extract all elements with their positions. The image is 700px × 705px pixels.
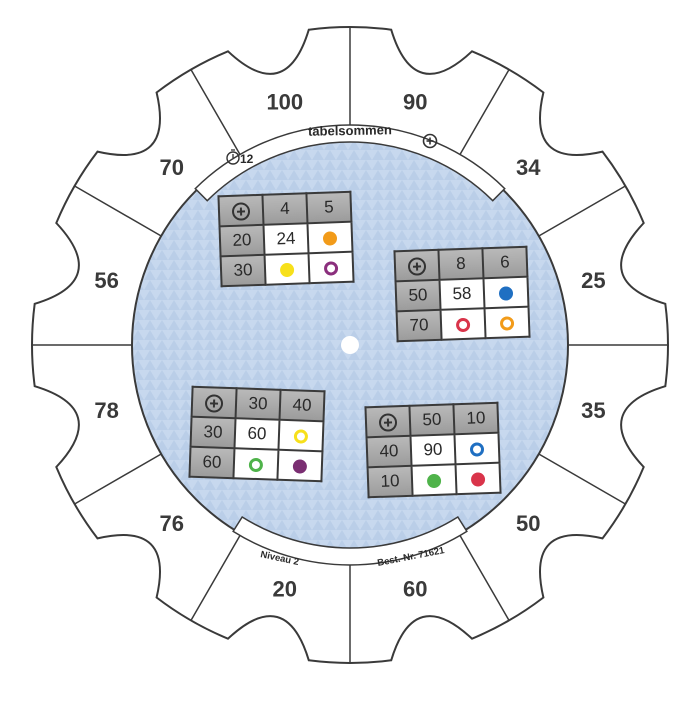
sector-number: 76: [160, 511, 184, 536]
footer-band: [232, 515, 468, 566]
row-header: 70: [409, 315, 429, 335]
sector-divider: [458, 533, 510, 621]
addition-table: 30 40 30 60 60: [188, 386, 325, 483]
column-header: 10: [466, 408, 486, 428]
addition-table: 8 6 50 58 70: [393, 246, 530, 343]
sector-number: 90: [403, 90, 427, 115]
plus-icon: [204, 393, 224, 413]
sector-divider: [74, 185, 162, 237]
column-header: 30: [248, 393, 268, 414]
cell-value: 58: [452, 283, 472, 304]
color-dot: [292, 458, 308, 474]
sector-divider: [74, 453, 162, 505]
row-header: 30: [233, 260, 253, 280]
stopwatch-icon: [226, 149, 240, 165]
sector-number: 56: [94, 268, 118, 293]
color-dot: [323, 260, 339, 276]
column-header: 4: [279, 198, 290, 219]
addition-table: 4 5 20 24 30: [217, 191, 354, 288]
cell-value: 24: [276, 228, 296, 249]
sector-number: 100: [266, 90, 303, 115]
sector-divider: [190, 533, 242, 621]
sector-dividers: [32, 27, 668, 663]
row-header: 10: [380, 471, 400, 491]
sector-number: 34: [516, 155, 541, 180]
color-dot: [498, 285, 514, 301]
plus-icon: [231, 201, 251, 221]
column-header: 6: [499, 252, 510, 272]
sector-number: 20: [273, 576, 297, 601]
color-dot: [470, 471, 486, 487]
row-header: 40: [379, 441, 399, 461]
sector-divider: [458, 69, 510, 157]
color-dot: [279, 262, 295, 277]
sector-number: 60: [403, 576, 427, 601]
row-header: 50: [408, 285, 428, 305]
sector-number: 50: [516, 511, 540, 536]
color-dot: [426, 473, 442, 488]
sector-number: 25: [581, 268, 605, 293]
row-header: 30: [203, 422, 223, 442]
sector-number: 70: [160, 155, 184, 180]
color-dot: [469, 441, 485, 457]
column-header: 5: [323, 197, 334, 217]
color-dot: [293, 428, 309, 444]
color-dot: [248, 457, 264, 472]
row-header: 60: [202, 452, 222, 472]
cell-value: 90: [423, 439, 443, 460]
column-header: 8: [455, 253, 466, 274]
plus-icon: [407, 256, 427, 276]
color-dot: [455, 317, 471, 332]
timer-value: 12: [240, 152, 254, 166]
color-dot: [322, 230, 338, 246]
sector-number: 78: [94, 398, 118, 423]
column-header: 40: [292, 395, 312, 415]
plus-icon: [378, 412, 398, 432]
sector-divider: [190, 69, 242, 157]
sector-divider: [538, 453, 626, 505]
color-dot: [499, 315, 515, 331]
sector-number: 35: [581, 398, 605, 423]
cell-value: 60: [247, 423, 267, 444]
addition-table: 50 10 40 90 10: [364, 402, 501, 499]
column-header: 50: [422, 409, 442, 430]
center-hole: [341, 336, 359, 354]
title-band: [194, 124, 506, 202]
row-header: 20: [232, 230, 252, 250]
sector-divider: [538, 185, 626, 237]
wheel-title: tabelsommen: [308, 122, 392, 138]
plus-circle-icon: [422, 133, 438, 149]
